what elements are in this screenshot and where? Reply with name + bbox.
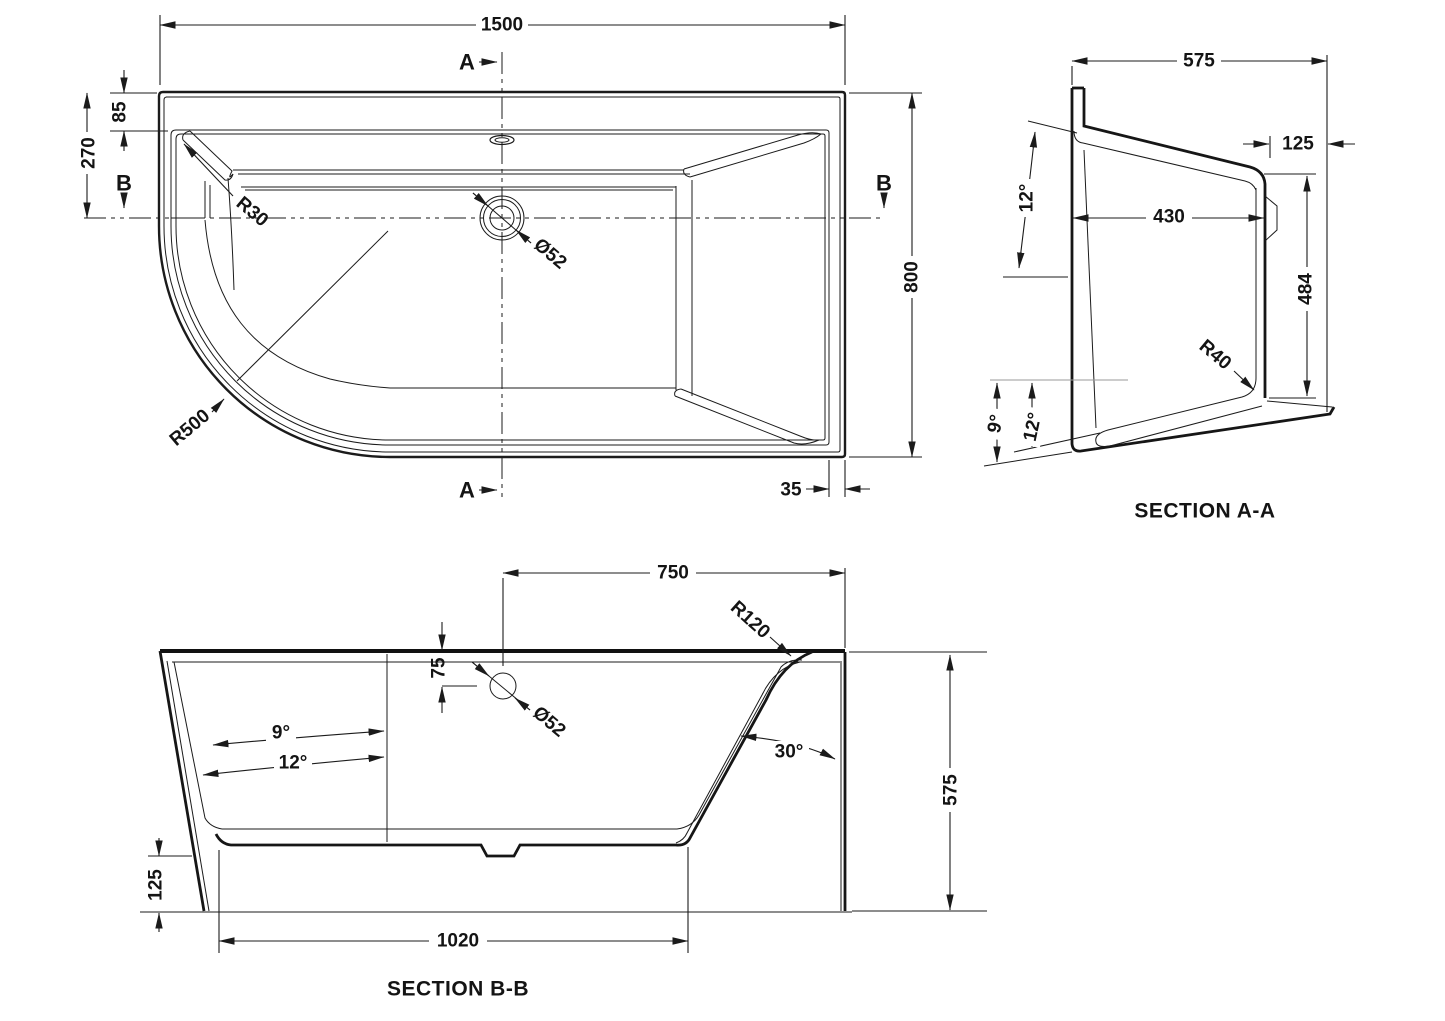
section-aa-title: SECTION A-A (1134, 500, 1275, 523)
bb-dim-plinth: 125 (146, 869, 167, 901)
dim-overall-width: 800 (902, 261, 923, 293)
bb-dim-base-length: 1020 (437, 931, 479, 952)
bb-radius-back: R120 (726, 597, 774, 643)
aa-dim-inner-width: 430 (1153, 207, 1185, 228)
section-bb-outline (140, 649, 852, 913)
section-b-marker-right: B (876, 171, 892, 196)
section-b-marker-left: B (116, 171, 132, 196)
dim-centerline-offset: 270 (79, 137, 100, 169)
section-bb-title: SECTION B-B (387, 978, 529, 1001)
section-aa-dimensions: 575 12° 430 125 484 (982, 50, 1355, 467)
plan-outline (157, 90, 847, 459)
bb-dim-height: 575 (941, 774, 962, 806)
section-a-marker-top: A (459, 50, 475, 75)
aa-base-angle-inner: 12° (1020, 411, 1047, 443)
aa-base-angle-outer: 9° (984, 413, 1008, 435)
aa-dim-overall: 575 (1183, 51, 1215, 72)
aa-radius-bottom: R40 (1195, 336, 1235, 374)
dim-overall-length: 1500 (481, 15, 523, 36)
radius-end-label: R500 (166, 405, 214, 450)
aa-rim-angle: 12° (1017, 184, 1038, 213)
drain-diameter-label: Ø52 (529, 234, 570, 273)
bb-back-angle: 30° (775, 742, 804, 763)
aa-dim-depth: 484 (1296, 273, 1317, 305)
aa-dim-rim-return: 125 (1282, 134, 1314, 155)
bb-dim-overflow-drop: 75 (429, 657, 450, 679)
bb-wall-angle-outer: 9° (272, 723, 290, 744)
plan-view: 1500 85 270 800 (78, 14, 923, 503)
dim-rim-offset: 85 (110, 101, 131, 123)
overflow-hole-section (489, 672, 517, 700)
plan-dimensions: 1500 85 270 800 (78, 14, 923, 503)
bb-overflow-diameter: Ø52 (528, 702, 569, 741)
dim-rim-width-right: 35 (780, 480, 802, 501)
radius-corner-label: R30 (232, 193, 272, 231)
plan-basin-lines (171, 130, 822, 445)
section-bb-view: 750 75 Ø52 R120 9° (140, 562, 987, 1001)
bb-wall-angle-inner: 12° (279, 753, 308, 774)
section-aa-view: 575 12° 430 125 484 (982, 50, 1355, 523)
plan-centerlines (84, 52, 884, 498)
section-a-marker-bottom: A (459, 478, 475, 503)
bb-dim-overflow-from-end: 750 (657, 563, 689, 584)
section-bb-dimensions: 750 75 Ø52 R120 9° (146, 562, 987, 953)
